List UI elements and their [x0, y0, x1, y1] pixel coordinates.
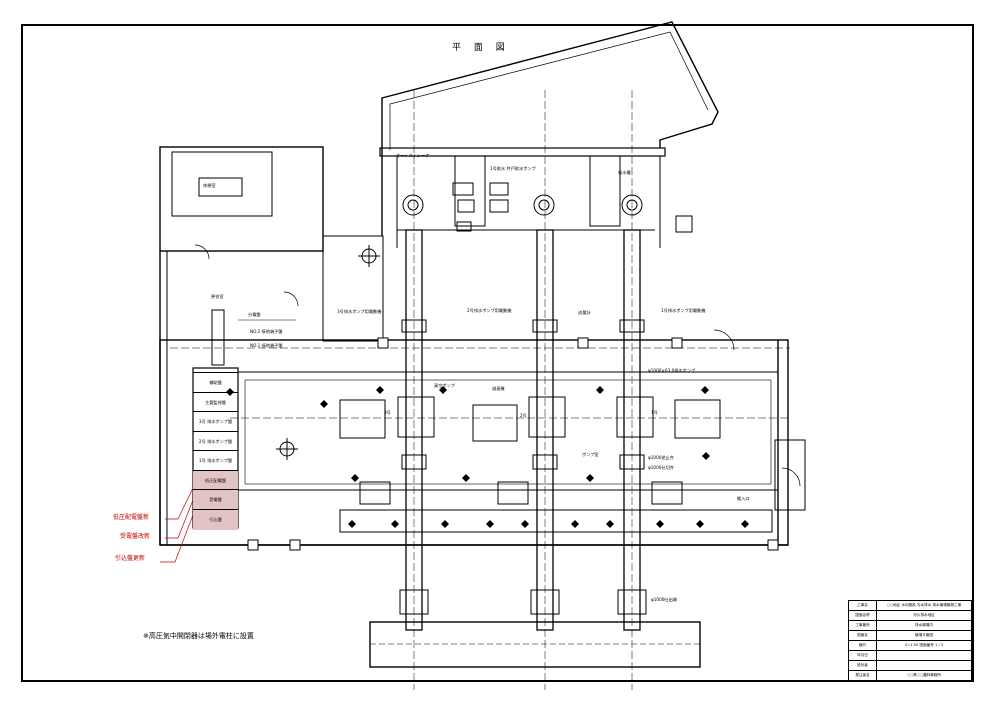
title-block-row: 図面名 機場平面図 [849, 631, 971, 642]
sheet-border [21, 24, 974, 682]
entrance-label: 搬入口 [737, 496, 750, 501]
callout-receiving: 受電盤改新 [120, 533, 151, 540]
panel-5: 低圧配電盤 [193, 469, 238, 491]
title-block-value [877, 651, 971, 660]
sluice-valve-label: φ1000仕切弁 [648, 465, 674, 470]
panel-6: 受電盤 [193, 489, 238, 510]
motor-2-label: 2号排水ポンプ用電動機 [467, 308, 512, 313]
discharge-label: φ1000吐出端 [651, 597, 677, 602]
strainer-label: オートストレーナ [396, 153, 430, 158]
reducer-label: 減速機 [492, 386, 505, 391]
title-block-key: 設計者 [849, 661, 877, 670]
pump-2-label: 2号 [520, 413, 527, 418]
rest-room-label: 休憩室 [203, 183, 216, 188]
title-block-row: 設計者 [849, 661, 971, 672]
motor-1-label: 1号排水ポンプ用電動機 [661, 308, 706, 313]
title-block-key: 工事名 [849, 601, 877, 610]
title-block-row: 工事名 ○○地区 水利施設 汚水排水 排水機場機械工事 [849, 601, 971, 612]
panel-0: 補助盤 [193, 372, 238, 393]
pump-1-label: 1号 [651, 410, 658, 415]
title-block-value: 排水機場内 [915, 623, 933, 627]
panel-4: 1号 排水ポンプ盤 [193, 450, 238, 471]
title-block-value: S=1:50 図面番号 1 / 3 [904, 643, 944, 647]
title-block-value: 河川排水地区 [913, 613, 935, 617]
title-block-key: 工事箇所 [849, 621, 877, 630]
check-valve-label: φ1000逆止弁 [648, 455, 674, 460]
title-block-value: 機場平面図 [915, 633, 933, 637]
title-block-row: 図面名称 河川排水地区 [849, 611, 971, 622]
callout-incoming: 引込盤更新 [115, 555, 146, 562]
panel-2: 3号 排水ポンプ盤 [193, 411, 238, 432]
title-block-value: ○○県○○農林事務所 [906, 673, 942, 677]
intake-valve-label: 1号取水 井戸取水ポンプ [490, 166, 536, 171]
motor-3-label: 3号排水ポンプ用電動機 [337, 309, 382, 314]
title-block-row: 発注者名 ○○県○○農林事務所 [849, 671, 971, 682]
title-block-key: 図面名 [849, 631, 877, 640]
title-block-key: 発注者名 [849, 671, 877, 680]
title-block: 工事名 ○○地区 水利施設 汚水排水 排水機場機械工事図面名称 河川排水地区工事箇所… [848, 600, 972, 682]
title-block-row: 縮尺 S=1:50 図面番号 1 / 3 [849, 641, 971, 652]
drawing-title: 平 面 図 [452, 43, 510, 53]
title-block-value: ○○地区 水利施設 汚水排水 排水機場機械工事 [886, 603, 962, 607]
flow-meter-label: 流量計 [578, 310, 591, 315]
pump-3-label: 3号 [384, 410, 391, 415]
panel-7: 引込盤 [193, 508, 238, 530]
tank-label: 吸水槽 [618, 170, 631, 175]
callout-low-voltage: 低圧配電盤新 [113, 514, 150, 521]
distribution-board-label: 分電盤 [248, 312, 261, 317]
main-pump-label: φ1000×63.0排水ポンプ [648, 368, 696, 373]
ground-board-1-label: NO.1 接地端子盤 [250, 343, 283, 348]
panel-1: 主要監視盤 [193, 391, 238, 413]
drawing-note: ※高圧気中開閉器は場外電柱に設置 [143, 632, 254, 640]
title-block-value [877, 661, 971, 670]
pump-room-label: ポンプ室 [582, 452, 599, 457]
ground-board-2-label: NO.2 接地端子盤 [250, 329, 283, 334]
title-block-key: 図面名称 [849, 611, 877, 620]
vacuum-pump-label: 真空ポンプ [434, 383, 455, 388]
title-block-key: 年月日 [849, 651, 877, 660]
panel-3: 2号 排水ポンプ盤 [193, 430, 238, 452]
title-block-row: 工事箇所 排水機場内 [849, 621, 971, 632]
locker-room-label: 更衣室 [211, 294, 224, 299]
title-block-row: 年月日 [849, 651, 971, 662]
title-block-key: 縮尺 [849, 641, 877, 650]
